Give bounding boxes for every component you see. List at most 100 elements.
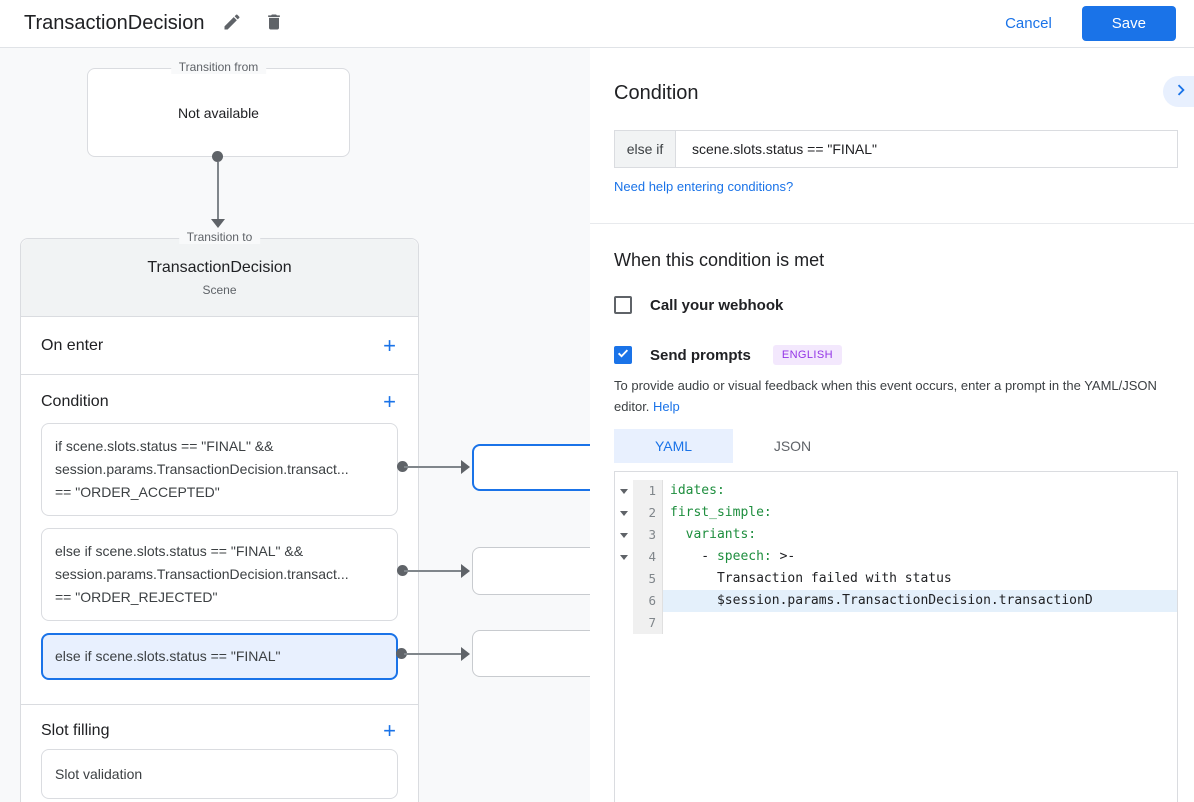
connector-dot bbox=[397, 461, 408, 472]
send-prompts-row: Send prompts ENGLISH bbox=[614, 345, 842, 365]
transition-to-legend: Transition to bbox=[178, 230, 261, 244]
fold-gutter bbox=[615, 524, 633, 546]
condition-card[interactable]: else if scene.slots.status == "FINAL" &&… bbox=[41, 528, 398, 621]
transition-from-content: Not available bbox=[178, 104, 259, 121]
line-number: 2 bbox=[633, 502, 663, 524]
webhook-checkbox[interactable] bbox=[614, 296, 632, 314]
transition-to-box: Transition to TransactionDecision Scene … bbox=[20, 230, 419, 802]
condition-card-line: session.params.TransactionDecision.trans… bbox=[55, 461, 349, 477]
line-number: 5 bbox=[633, 568, 663, 590]
trash-icon bbox=[264, 12, 284, 35]
save-button[interactable]: Save bbox=[1081, 6, 1176, 41]
fold-arrow-icon[interactable] bbox=[620, 488, 628, 494]
condition-card-line: else if scene.slots.status == "FINAL" bbox=[55, 648, 281, 664]
language-badge: ENGLISH bbox=[772, 345, 842, 365]
code-line[interactable]: Transaction failed with status bbox=[670, 571, 952, 586]
line-number: 1 bbox=[633, 480, 663, 502]
top-bar: TransactionDecision Cancel Save bbox=[0, 0, 1194, 48]
arrow-right-icon bbox=[461, 564, 470, 578]
flow-canvas: Transition from Not available Transition… bbox=[0, 48, 590, 802]
code-line[interactable]: - speech: >- bbox=[670, 549, 796, 564]
cancel-button[interactable]: Cancel bbox=[989, 7, 1068, 40]
fold-gutter bbox=[615, 502, 633, 524]
connector-line bbox=[404, 653, 462, 655]
code-line[interactable]: first_simple: bbox=[670, 505, 772, 520]
code-line[interactable] bbox=[663, 612, 1177, 634]
slot-filling-section: Slot filling + Slot validation bbox=[21, 705, 418, 799]
editor-line: 1 idates: bbox=[615, 480, 1177, 502]
condition-card-line: if scene.slots.status == "FINAL" && bbox=[55, 438, 274, 454]
delete-scene-button[interactable] bbox=[260, 8, 288, 39]
editor-line: 3 variants: bbox=[615, 524, 1177, 546]
scene-header[interactable]: TransactionDecision Scene bbox=[21, 239, 418, 317]
fold-arrow-icon[interactable] bbox=[620, 510, 628, 516]
condition-card-line: == "ORDER_ACCEPTED" bbox=[55, 484, 220, 500]
editor-tabs: YAML JSON bbox=[614, 429, 852, 463]
condition-expression-input[interactable] bbox=[676, 131, 1177, 167]
condition-card-line: else if scene.slots.status == "FINAL" && bbox=[55, 543, 304, 559]
help-link[interactable]: Help bbox=[653, 398, 680, 414]
editor-line: 4 - speech: >- bbox=[615, 546, 1177, 568]
transition-from-legend: Transition from bbox=[170, 60, 267, 74]
webhook-label: Call your webhook bbox=[650, 296, 784, 314]
arrow-right-icon bbox=[461, 460, 470, 474]
condition-card-line: == "ORDER_REJECTED" bbox=[55, 589, 218, 605]
arrow-down-icon bbox=[211, 219, 225, 228]
condition-detail-panel: Condition else if Need help entering con… bbox=[590, 48, 1194, 802]
section-divider bbox=[590, 223, 1194, 224]
condition-section-label: Condition bbox=[41, 393, 109, 410]
condition-card-line: session.params.TransactionDecision.trans… bbox=[55, 566, 349, 582]
slot-validation-card[interactable]: Slot validation bbox=[41, 749, 398, 799]
checkmark-icon bbox=[616, 346, 630, 365]
arrow-right-icon bbox=[461, 647, 470, 661]
fold-arrow-icon[interactable] bbox=[620, 532, 628, 538]
send-prompts-label: Send prompts bbox=[650, 346, 751, 364]
chevron-right-icon bbox=[1170, 79, 1192, 104]
top-bar-actions: Cancel Save bbox=[989, 6, 1176, 41]
transition-target-box[interactable] bbox=[472, 444, 590, 491]
add-on-enter-button[interactable]: + bbox=[383, 332, 396, 358]
fold-arrow-icon[interactable] bbox=[620, 554, 628, 560]
fold-gutter bbox=[615, 612, 633, 634]
when-met-heading: When this condition is met bbox=[614, 250, 825, 270]
condition-section: Condition + if scene.slots.status == "FI… bbox=[21, 375, 418, 705]
code-line[interactable]: idates: bbox=[670, 483, 725, 498]
add-slot-button[interactable]: + bbox=[383, 718, 396, 743]
page-title: TransactionDecision bbox=[24, 12, 205, 34]
add-condition-button[interactable]: + bbox=[383, 389, 396, 414]
slot-filling-label: Slot filling bbox=[41, 722, 110, 739]
line-number: 3 bbox=[633, 524, 663, 546]
send-prompts-checkbox[interactable] bbox=[614, 346, 632, 364]
on-enter-section[interactable]: On enter + bbox=[21, 317, 418, 375]
transition-target-box[interactable] bbox=[472, 630, 590, 677]
connector-line bbox=[404, 570, 462, 572]
tab-yaml[interactable]: YAML bbox=[614, 429, 733, 463]
condition-card[interactable]: if scene.slots.status == "FINAL" && sessi… bbox=[41, 423, 398, 516]
condition-cards: if scene.slots.status == "FINAL" && sessi… bbox=[41, 423, 398, 680]
transition-target-box[interactable] bbox=[472, 547, 590, 595]
condition-card[interactable]: else if scene.slots.status == "FINAL" bbox=[41, 633, 398, 680]
fold-gutter bbox=[615, 546, 633, 568]
conditions-help-link[interactable]: Need help entering conditions? bbox=[614, 179, 794, 194]
connector-dot bbox=[397, 565, 408, 576]
code-line[interactable]: $session.params.TransactionDecision.tran… bbox=[663, 590, 1177, 612]
line-number: 4 bbox=[633, 546, 663, 568]
edit-scene-button[interactable] bbox=[218, 8, 246, 39]
condition-heading: Condition bbox=[614, 82, 699, 104]
tab-json[interactable]: JSON bbox=[773, 438, 812, 454]
connector-dot bbox=[396, 648, 407, 659]
fold-gutter bbox=[615, 480, 633, 502]
pencil-icon bbox=[222, 12, 242, 35]
collapse-panel-button[interactable] bbox=[1163, 76, 1194, 107]
condition-expression-row: else if bbox=[614, 130, 1178, 168]
editor-line: 7 bbox=[615, 612, 1177, 634]
connector-dot bbox=[212, 151, 223, 162]
connector-line bbox=[217, 162, 219, 220]
editor-line: 6 $session.params.TransactionDecision.tr… bbox=[615, 590, 1177, 612]
editor-line: 2 first_simple: bbox=[615, 502, 1177, 524]
transition-from-box: Transition from Not available bbox=[87, 60, 350, 157]
condition-prefix: else if bbox=[615, 131, 676, 167]
code-line[interactable]: variants: bbox=[670, 527, 757, 542]
